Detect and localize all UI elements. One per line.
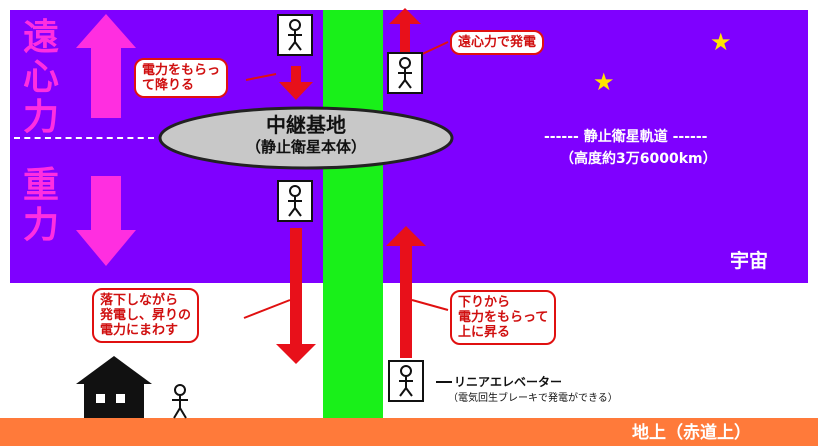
elevator-car-bottom-right [388, 360, 424, 402]
fall-down-arrow [276, 228, 316, 364]
climb-callout: 下りから 電力をもらって 上に昇る [450, 290, 557, 345]
relay-station-ellipse [158, 106, 454, 170]
elevator-car-top-right [387, 52, 423, 94]
centrifugal-power-callout: 遠心力で発電 [450, 30, 545, 55]
linear-elevator-label: リニアエレベーター [454, 375, 563, 389]
relay-station-title: 中継基地 [266, 113, 346, 137]
stick-figure-icon [398, 57, 412, 89]
elevator-car-top-left [277, 14, 313, 56]
star-icon: ★ [710, 28, 732, 56]
fall-generate-callout: 落下しながら 発電し、昇りの 電力にまわす [92, 288, 200, 343]
space-label: 宇宙 [730, 250, 769, 272]
star-icon: ★ [593, 68, 615, 96]
ground-person-icon [172, 384, 188, 419]
ground-label: 地上（赤道上） [632, 423, 751, 443]
orbit-dashed-line [14, 137, 154, 139]
gravity-down-arrow [76, 176, 136, 266]
top-down-arrow [279, 66, 313, 100]
centrifugal-force-label: 遠心力 [22, 17, 59, 138]
top-up-arrow [389, 8, 421, 52]
stick-figure-icon [288, 19, 302, 51]
elevator-car-mid-left [277, 180, 313, 222]
relay-station-subtitle: （静止衛星本体） [245, 138, 366, 156]
receive-descend-callout: 電力をもらっ て降りる [134, 58, 229, 98]
stick-figure-icon [399, 365, 413, 397]
ground-strip [0, 418, 818, 446]
climb-up-arrow [386, 226, 426, 358]
regen-brake-label: （電気回生ブレーキで発電ができる） [448, 393, 618, 404]
elevator-cable [323, 10, 383, 418]
altitude-label: （高度約3万6000km） [560, 151, 717, 167]
centrifugal-up-arrow [76, 14, 136, 118]
stick-figure-icon [288, 185, 302, 217]
house-icon [76, 356, 152, 418]
gravity-label: 重力 [22, 165, 59, 246]
geo-orbit-label: ------ 静止衛星軌道 ------ [544, 129, 708, 145]
